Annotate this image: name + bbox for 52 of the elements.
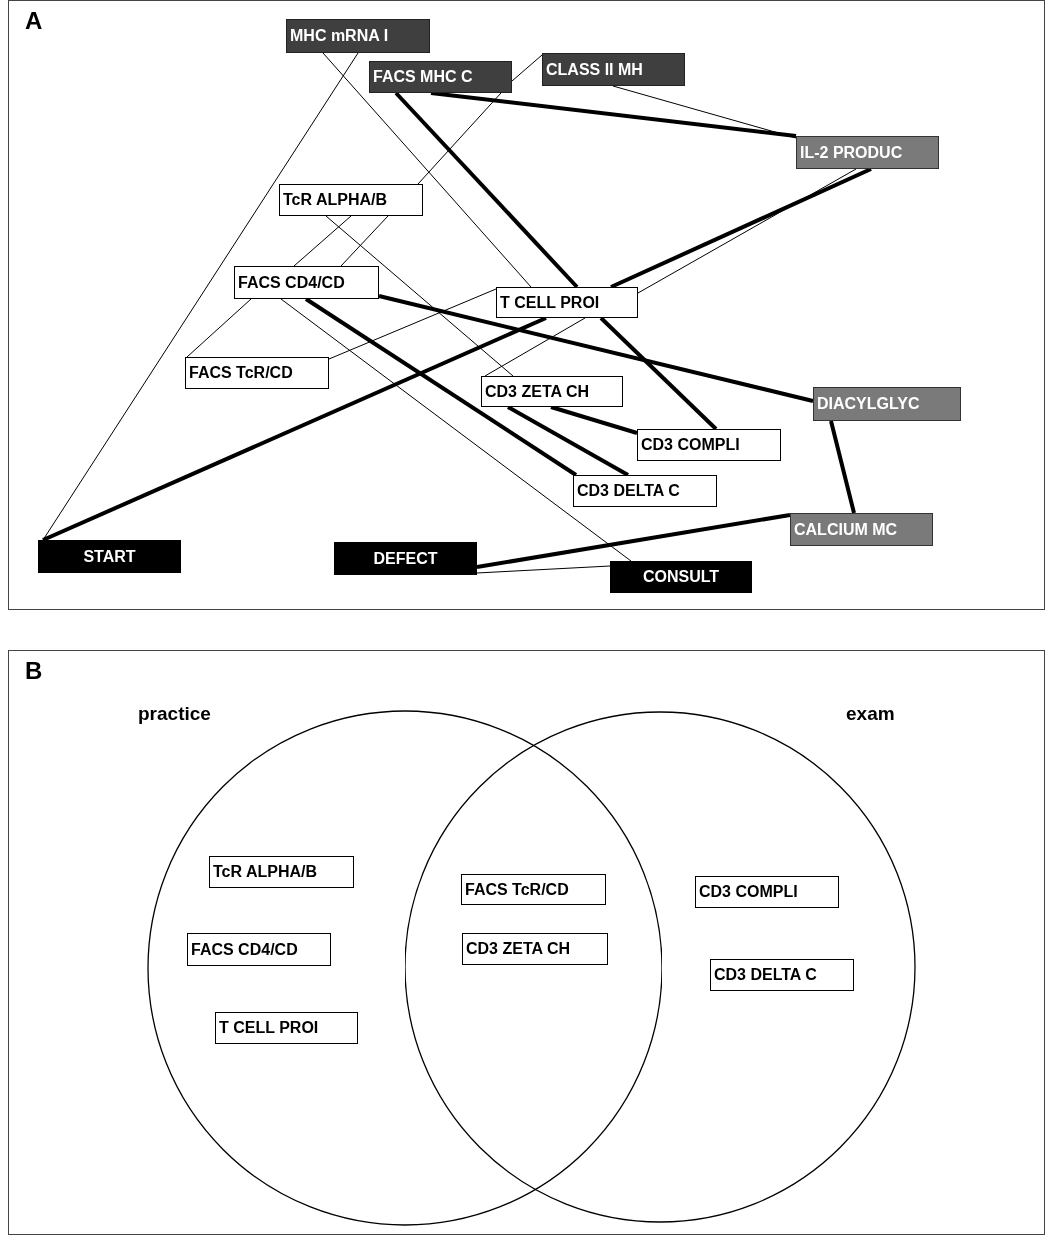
connector-line bbox=[417, 92, 502, 185]
step-box: CD3 DELTA C bbox=[573, 475, 717, 507]
connector-line bbox=[378, 294, 814, 403]
connector-line bbox=[304, 297, 578, 477]
set-label: practice bbox=[138, 704, 211, 723]
connector-line bbox=[612, 85, 797, 139]
connector-line bbox=[293, 215, 352, 267]
connector-line bbox=[829, 420, 856, 514]
step-box: CLASS II MH bbox=[542, 53, 685, 86]
step-box: DEFECT bbox=[334, 542, 477, 575]
step-box: TcR ALPHA/B bbox=[209, 856, 354, 888]
connector-line bbox=[430, 91, 797, 138]
connector-line bbox=[328, 288, 497, 360]
step-box: FACS CD4/CD bbox=[234, 266, 379, 299]
step-box: FACS TcR/CD bbox=[185, 357, 329, 389]
connector-line bbox=[322, 52, 532, 288]
set-label: exam bbox=[846, 704, 895, 723]
connector-line bbox=[280, 298, 632, 562]
step-box: IL-2 PRODUC bbox=[796, 136, 939, 169]
step-box: CD3 COMPLI bbox=[637, 429, 781, 461]
connector-line bbox=[476, 565, 611, 574]
connector-line bbox=[325, 215, 514, 377]
connector-line bbox=[394, 91, 579, 289]
panel-label: B bbox=[25, 659, 43, 683]
connector-line bbox=[550, 405, 638, 435]
step-box: CONSULT bbox=[610, 561, 752, 593]
panel-label: A bbox=[25, 9, 43, 33]
step-box: DIACYLGLYC bbox=[813, 387, 961, 421]
connector-line bbox=[476, 513, 791, 569]
connector-line bbox=[610, 167, 872, 289]
step-box: CD3 ZETA CH bbox=[481, 376, 623, 407]
step-box: FACS MHC C bbox=[369, 61, 512, 93]
step-box: FACS TcR/CD bbox=[461, 874, 606, 905]
step-box: MHC mRNA I bbox=[286, 19, 430, 53]
connector-line bbox=[507, 405, 629, 477]
step-box: FACS CD4/CD bbox=[187, 933, 331, 966]
step-box: CALCIUM MC bbox=[790, 513, 933, 546]
connector-line bbox=[599, 316, 718, 431]
step-box: TcR ALPHA/B bbox=[279, 184, 423, 216]
panel-frame bbox=[8, 0, 1045, 610]
connector-line bbox=[42, 316, 547, 542]
connector-line bbox=[637, 168, 857, 294]
step-box: START bbox=[38, 540, 181, 573]
step-box: CD3 ZETA CH bbox=[462, 933, 608, 965]
step-box: CD3 DELTA C bbox=[710, 959, 854, 991]
step-box: T CELL PROI bbox=[496, 287, 638, 318]
connector-line bbox=[340, 215, 389, 267]
step-box: T CELL PROI bbox=[215, 1012, 358, 1044]
connector-line bbox=[511, 54, 543, 82]
step-box: CD3 COMPLI bbox=[695, 876, 839, 908]
connector-line bbox=[484, 317, 586, 377]
connector-line bbox=[186, 298, 252, 358]
